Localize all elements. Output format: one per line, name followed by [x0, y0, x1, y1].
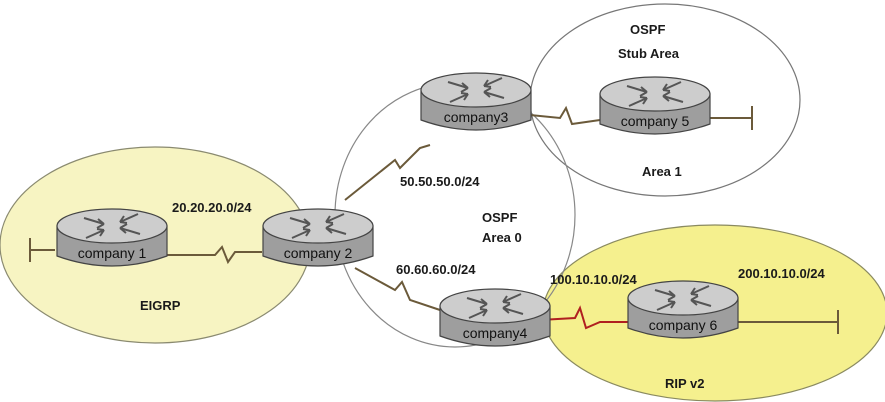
link-company3-company5: [529, 105, 601, 126]
network-label-20: 20.20.20.0/24: [172, 200, 252, 215]
area-label-rip: RIP v2: [665, 376, 705, 391]
network-label-100: 100.10.10.0/24: [550, 272, 638, 287]
network-label-60: 60.60.60.0/24: [396, 262, 476, 277]
router-company2[interactable]: company 2: [262, 208, 374, 267]
router-company4[interactable]: company4: [439, 288, 551, 347]
area-label-ospf-stub: OSPF: [630, 22, 665, 37]
router-label: company 1: [78, 245, 147, 261]
link-company2-company4: [354, 267, 441, 311]
router-label: company 5: [621, 113, 690, 129]
router-company5[interactable]: company 5: [599, 76, 711, 135]
area-label-ospf-area0: OSPF: [482, 210, 517, 225]
area-label-stub-area: Stub Area: [618, 46, 680, 61]
area-label-area1: Area 1: [642, 164, 682, 179]
area-label-area0: Area 0: [482, 230, 522, 245]
router-company3[interactable]: company3: [420, 72, 532, 131]
link-company4-company6: [539, 305, 635, 330]
network-label-200: 200.10.10.0/24: [738, 266, 826, 281]
router-label: company3: [444, 109, 509, 125]
router-company1[interactable]: company 1: [56, 208, 168, 267]
router-label: company 2: [284, 245, 353, 261]
link-company2-company3: [344, 144, 431, 201]
area-label-eigrp: EIGRP: [140, 298, 181, 313]
router-label: company4: [463, 325, 528, 341]
link-company1-company2: [160, 245, 262, 265]
router-label: company 6: [649, 317, 718, 333]
network-label-50: 50.50.50.0/24: [400, 174, 480, 189]
router-company6[interactable]: company 6: [627, 280, 739, 339]
